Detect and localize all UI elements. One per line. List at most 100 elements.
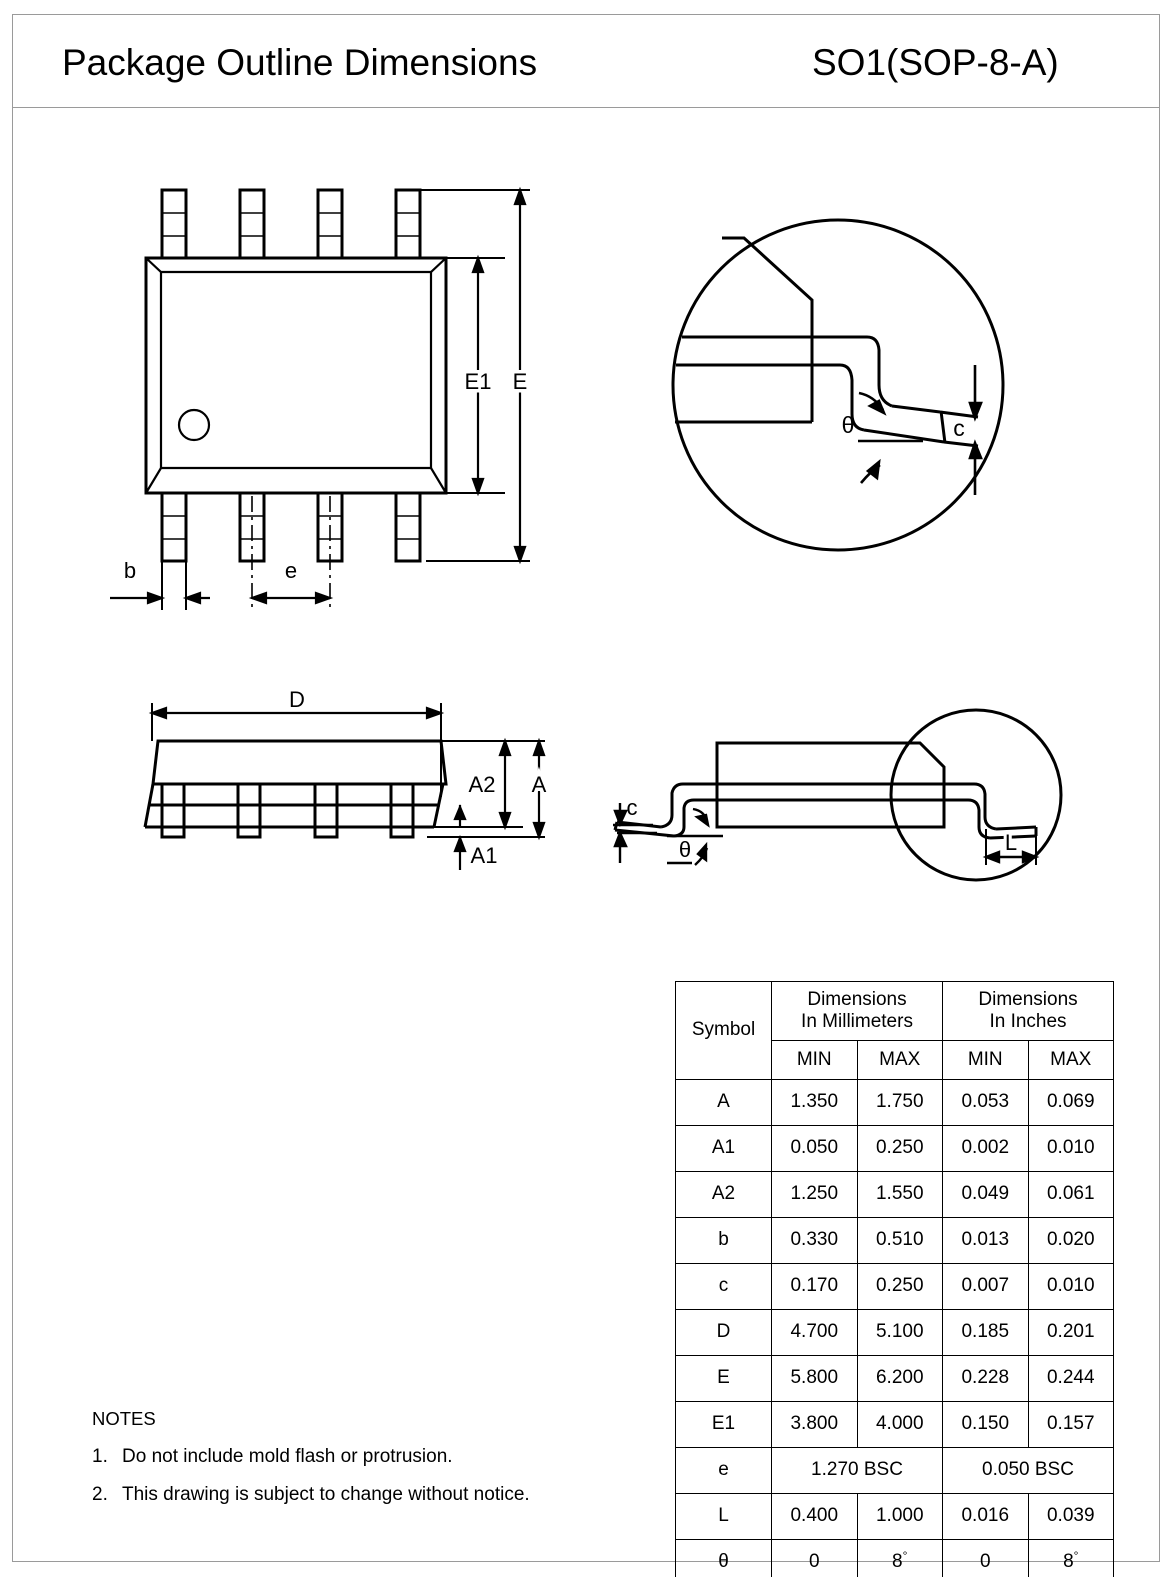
package-code-title: SO1(SOP-8-A) — [812, 42, 1059, 83]
table-row: E1 3.800 4.000 0.150 0.157 — [675, 1401, 1115, 1448]
front-label-c: c — [627, 795, 638, 820]
row-symbol: θ — [675, 1539, 772, 1577]
table-row: A2 1.250 1.550 0.049 0.061 — [675, 1171, 1115, 1218]
front-view-detail-circle — [889, 708, 1063, 882]
row-in-min: 0.228 — [942, 1355, 1029, 1402]
dimension-label-b: b — [124, 558, 136, 583]
row-in-max: 0.244 — [1027, 1355, 1115, 1402]
dimension-e — [248, 591, 334, 605]
row-in-min: 0.002 — [942, 1125, 1029, 1172]
note-number: 1. — [92, 1446, 108, 1467]
row-mm-min: 5.800 — [771, 1355, 858, 1402]
detail-label-c: c — [953, 415, 965, 441]
top-view-drawing: E1 E b e — [110, 186, 531, 610]
angle-value: 8 — [1063, 1551, 1074, 1573]
row-in-min: 0.049 — [942, 1171, 1029, 1218]
front-label-L: L — [1005, 830, 1017, 855]
row-in-min: 0 — [942, 1539, 1029, 1577]
dimension-A — [532, 737, 546, 841]
dimension-label-E1: E1 — [465, 369, 492, 394]
row-in-min: 0.185 — [942, 1309, 1029, 1356]
page-border — [12, 14, 1160, 1562]
table-row-angle: θ 0 8° 0 8° — [675, 1539, 1115, 1577]
row-symbol: A2 — [675, 1171, 772, 1218]
degree-symbol: ° — [902, 1548, 908, 1563]
row-mm-min: 3.800 — [771, 1401, 858, 1448]
row-symbol: A1 — [675, 1125, 772, 1172]
header-divider — [12, 107, 1160, 108]
header-in-max: MAX — [1027, 1040, 1115, 1080]
row-symbol: L — [675, 1493, 772, 1540]
lead-detail-drawing: θ c — [671, 218, 1005, 552]
header-inches-line2: In Inches — [989, 1011, 1067, 1032]
note-item: 1. Do not include mold flash or protrusi… — [92, 1446, 632, 1468]
header-inches-line1: Dimensions — [978, 988, 1078, 1010]
row-in-max-angle: 8° — [1027, 1539, 1115, 1577]
row-in-max: 0.020 — [1027, 1217, 1115, 1264]
header-mm-min: MIN — [771, 1040, 858, 1080]
front-view-drawing: c θ L — [613, 708, 1063, 882]
note-item: 2. This drawing is subject to change wit… — [92, 1484, 632, 1506]
header-millimeters-line2: In Millimeters — [801, 1011, 913, 1032]
table-row-pitch: e 1.270 BSC 0.050 BSC — [675, 1447, 1115, 1494]
dimension-label-e: e — [285, 558, 297, 583]
row-mm-min: 1.250 — [771, 1171, 858, 1218]
row-mm-min: 4.700 — [771, 1309, 858, 1356]
row-mm-bsc: 1.270 BSC — [771, 1447, 943, 1494]
row-symbol: E — [675, 1355, 772, 1402]
row-in-max: 0.061 — [1027, 1171, 1115, 1218]
header-symbol: Symbol — [675, 981, 772, 1080]
detail-circle — [671, 218, 1005, 552]
row-mm-max: 1.550 — [856, 1171, 943, 1218]
dimension-L — [982, 850, 1040, 864]
row-mm-min: 0.170 — [771, 1263, 858, 1310]
row-in-min: 0.150 — [942, 1401, 1029, 1448]
row-mm-max: 1.000 — [856, 1493, 943, 1540]
row-mm-max-angle: 8° — [856, 1539, 943, 1577]
row-mm-max: 0.250 — [856, 1125, 943, 1172]
dimension-D — [148, 706, 445, 720]
row-in-max: 0.201 — [1027, 1309, 1115, 1356]
note-number: 2. — [92, 1484, 108, 1505]
row-symbol: b — [675, 1217, 772, 1264]
detail-label-theta: θ — [842, 412, 855, 438]
table-row: L 0.400 1.000 0.016 0.039 — [675, 1493, 1115, 1540]
table-header-row-minmax: MIN MAX MIN MAX — [676, 1040, 1115, 1080]
dimension-b — [110, 591, 210, 605]
dimension-label-D: D — [289, 687, 305, 712]
row-in-max: 0.157 — [1027, 1401, 1115, 1448]
header-millimeters: Dimensions In Millimeters — [771, 981, 943, 1041]
note-text: This drawing is subject to change withou… — [122, 1484, 530, 1505]
row-in-min: 0.013 — [942, 1217, 1029, 1264]
row-symbol: D — [675, 1309, 772, 1356]
row-in-max: 0.010 — [1027, 1125, 1115, 1172]
header-inches: Dimensions In Inches — [941, 981, 1115, 1041]
row-in-max: 0.069 — [1027, 1079, 1115, 1126]
note-text: Do not include mold flash or protrusion. — [122, 1446, 453, 1467]
row-in-min: 0.016 — [942, 1493, 1029, 1540]
row-in-min: 0.007 — [942, 1263, 1029, 1310]
dimension-label-E: E — [513, 369, 528, 394]
degree-symbol: ° — [1073, 1548, 1079, 1563]
row-mm-max: 5.100 — [856, 1309, 943, 1356]
dimension-E — [513, 186, 527, 565]
row-symbol: A — [675, 1079, 772, 1126]
header-millimeters-line1: Dimensions — [807, 988, 907, 1010]
row-mm-min: 0.400 — [771, 1493, 858, 1540]
row-mm-min: 0.330 — [771, 1217, 858, 1264]
row-symbol: e — [675, 1447, 772, 1494]
row-in-max: 0.010 — [1027, 1263, 1115, 1310]
dimension-label-A: A — [532, 772, 547, 797]
row-mm-max: 1.750 — [856, 1079, 943, 1126]
dimension-label-A1: A1 — [471, 843, 498, 868]
table-row: A 1.350 1.750 0.053 0.069 — [675, 1079, 1115, 1126]
dimensions-table: Symbol Dimensions In Millimeters Dimensi… — [675, 981, 1115, 1577]
table-header-row-units: Symbol Dimensions In Millimeters Dimensi… — [675, 981, 1115, 1080]
row-in-min: 0.053 — [942, 1079, 1029, 1126]
notes-block: NOTES 1. Do not include mold flash or pr… — [92, 1408, 632, 1522]
page-title: Package Outline Dimensions — [62, 42, 538, 83]
row-mm-max: 6.200 — [856, 1355, 943, 1402]
dimension-E1 — [471, 254, 485, 497]
row-in-bsc: 0.050 BSC — [941, 1447, 1115, 1494]
